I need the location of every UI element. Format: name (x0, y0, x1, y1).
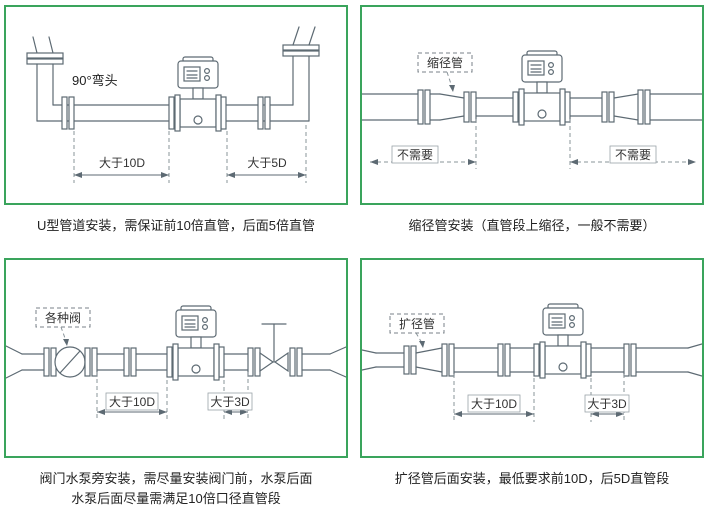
flowmeter (519, 51, 565, 125)
reducer-callout: 缩径管 (418, 53, 472, 92)
caption-valve-pump: 阀门水泵旁安装，需尽量安装阀门前，水泵后面 水泵后面尽量需满足10倍口径直管段 (4, 469, 348, 508)
caption-valve-pump-line2: 水泵后面尽量需满足10倍口径直管段 (4, 489, 348, 508)
cell-u-pipe: 90°弯头 大于10D 大 (4, 5, 348, 258)
dim-right-label: 大于3D (587, 397, 627, 411)
dim-right-label: 不需要 (615, 148, 651, 162)
dim-right-label: 大于5D (247, 156, 287, 170)
valve-pump-diagram: 各种阀 大于10D (6, 260, 346, 456)
dimension-left: 不需要 (370, 119, 476, 169)
caption-reducer: 缩径管安装（直管段上缩径，一般不需要） (360, 216, 704, 236)
expander-diagram: 扩径管 大于10D (362, 260, 702, 456)
caption-valve-pump-line1: 阀门水泵旁安装，需尽量安装阀门前，水泵后面 (4, 469, 348, 489)
panel-reducer: 缩径管 不需要 (360, 5, 704, 205)
pipe (362, 344, 702, 376)
valves-label: 各种阀 (45, 310, 81, 325)
caption-expander: 扩径管后面安装，最低要求前10D，后5D直管段 (360, 469, 704, 489)
u-pipe-diagram: 90°弯头 大于10D 大 (6, 7, 346, 203)
flowmeter (173, 306, 219, 380)
dim-left-label: 大于10D (109, 395, 155, 409)
caption-u-pipe: U型管道安装，需保证前10倍直管，后面5倍直管 (4, 216, 348, 236)
panel-u-pipe: 90°弯头 大于10D 大 (4, 5, 348, 205)
panel-valve-pump: 各种阀 大于10D (4, 258, 348, 458)
elbow-label: 90°弯头 (72, 73, 118, 88)
dimension-right: 大于5D (227, 125, 306, 183)
dim-right-label: 大于3D (210, 395, 250, 409)
cell-valve-pump: 各种阀 大于10D (4, 258, 348, 508)
dimension-left: 大于10D (454, 374, 534, 422)
expander-callout: 扩径管 (390, 314, 444, 348)
reducer-label: 缩径管 (427, 55, 463, 70)
expander-label: 扩径管 (399, 316, 435, 331)
diagram-grid: 90°弯头 大于10D 大 (4, 5, 704, 508)
u-pipe (27, 27, 319, 129)
dimension-left: 大于10D (74, 131, 169, 183)
cell-reducer: 缩径管 不需要 (360, 5, 704, 258)
flowmeter (175, 57, 221, 131)
reducer-diagram: 缩径管 不需要 (362, 7, 702, 203)
dimension-right: 不需要 (570, 119, 696, 169)
dim-left-label: 不需要 (397, 148, 433, 162)
valves-callout: 各种阀 (36, 308, 90, 346)
panel-expander: 扩径管 大于10D (360, 258, 704, 458)
dim-left-label: 大于10D (99, 156, 145, 170)
flowmeter (540, 304, 586, 378)
dim-left-label: 大于10D (471, 397, 517, 411)
dimension-left: 大于10D (97, 372, 167, 420)
cell-expander: 扩径管 大于10D (360, 258, 704, 508)
dimension-right: 大于3D (585, 374, 629, 422)
